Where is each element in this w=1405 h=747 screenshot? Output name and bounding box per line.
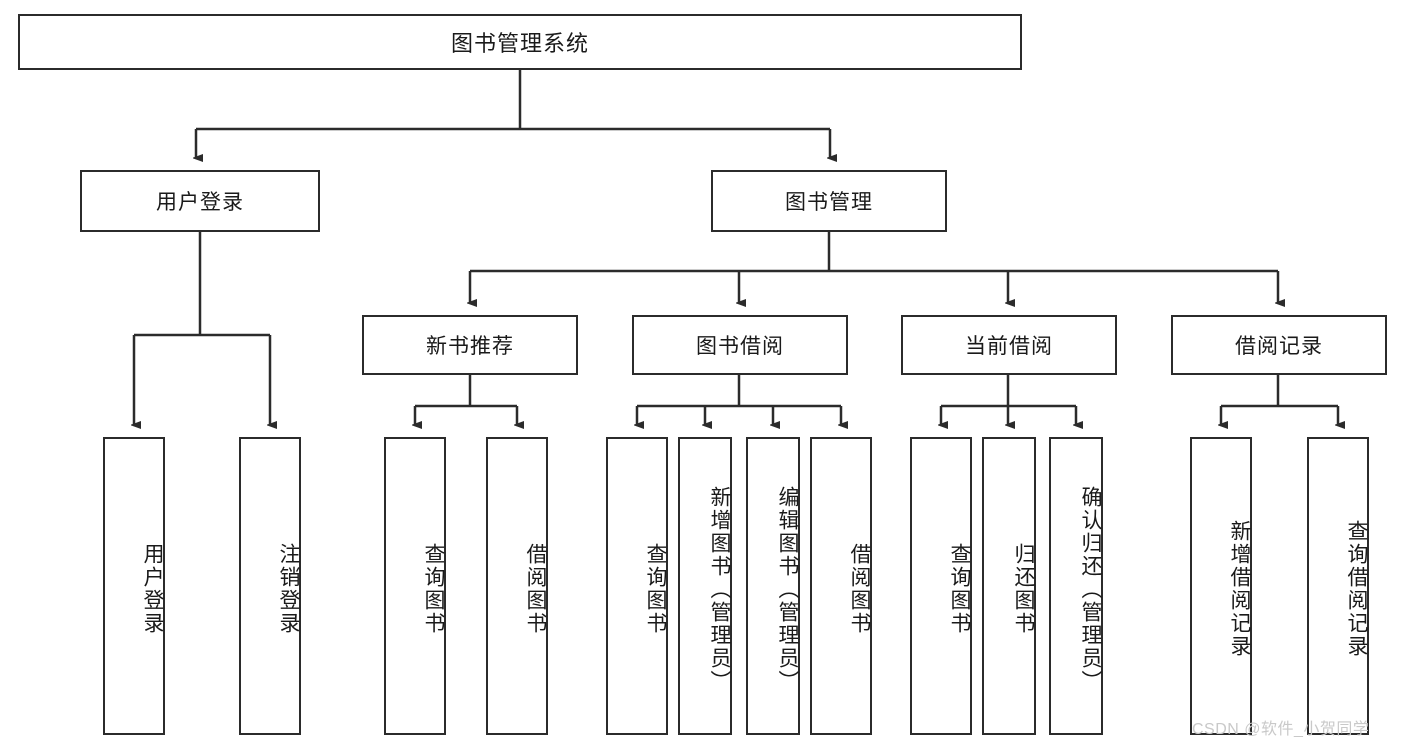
leaf-add-record[interactable]: 新增借阅记录 (1190, 437, 1252, 735)
leaf-add-book[interactable]: 新增图书（管理员） (678, 437, 732, 735)
leaf-return-book[interactable]: 归还图书 (982, 437, 1036, 735)
node-label: 新书推荐 (426, 335, 514, 358)
node-label: 图书管理系统 (450, 31, 589, 56)
leaf-confirm-return[interactable]: 确认归还（管理员） (1049, 437, 1103, 735)
watermark: CSDN @软件_小贺同学 (1192, 721, 1370, 738)
node-borrow-record[interactable]: 借阅记录 (1171, 315, 1387, 375)
node-label: 借阅图书 (848, 543, 871, 635)
leaf-query-book-3[interactable]: 查询图书 (910, 437, 972, 735)
node-book-management[interactable]: 图书管理 (711, 170, 947, 232)
node-current-borrow[interactable]: 当前借阅 (901, 315, 1117, 375)
node-label: 查询图书 (644, 543, 667, 635)
leaf-user-logout[interactable]: 注销登录 (239, 437, 301, 735)
node-label: 注销登录 (277, 543, 300, 635)
node-label: 新增借阅记录 (1228, 520, 1251, 658)
node-label: 借阅图书 (524, 543, 547, 635)
node-label: 用户登录 (156, 191, 244, 214)
leaf-query-record[interactable]: 查询借阅记录 (1307, 437, 1369, 735)
leaf-borrow-book-2[interactable]: 借阅图书 (810, 437, 872, 735)
node-label: 新增图书（管理员） (708, 485, 731, 693)
node-label: 图书管理 (785, 191, 873, 214)
node-label: 归还图书 (1012, 543, 1035, 635)
node-root-system[interactable]: 图书管理系统 (18, 14, 1022, 70)
node-label: 借阅记录 (1235, 335, 1323, 358)
node-new-book-recommend[interactable]: 新书推荐 (362, 315, 578, 375)
node-label: 当前借阅 (965, 335, 1053, 358)
node-label: 确认归还（管理员） (1079, 485, 1102, 693)
node-label: 查询图书 (948, 543, 971, 635)
leaf-edit-book[interactable]: 编辑图书（管理员） (746, 437, 800, 735)
leaf-user-login[interactable]: 用户登录 (103, 437, 165, 735)
leaf-query-book-2[interactable]: 查询图书 (606, 437, 668, 735)
node-label: 查询图书 (422, 543, 445, 635)
node-label: 编辑图书（管理员） (776, 485, 799, 693)
node-label: 查询借阅记录 (1345, 520, 1368, 658)
leaf-query-book-1[interactable]: 查询图书 (384, 437, 446, 735)
node-label: 用户登录 (141, 543, 164, 635)
node-book-borrow[interactable]: 图书借阅 (632, 315, 848, 375)
node-label: 图书借阅 (696, 335, 784, 358)
node-user-login[interactable]: 用户登录 (80, 170, 320, 232)
leaf-borrow-book-1[interactable]: 借阅图书 (486, 437, 548, 735)
